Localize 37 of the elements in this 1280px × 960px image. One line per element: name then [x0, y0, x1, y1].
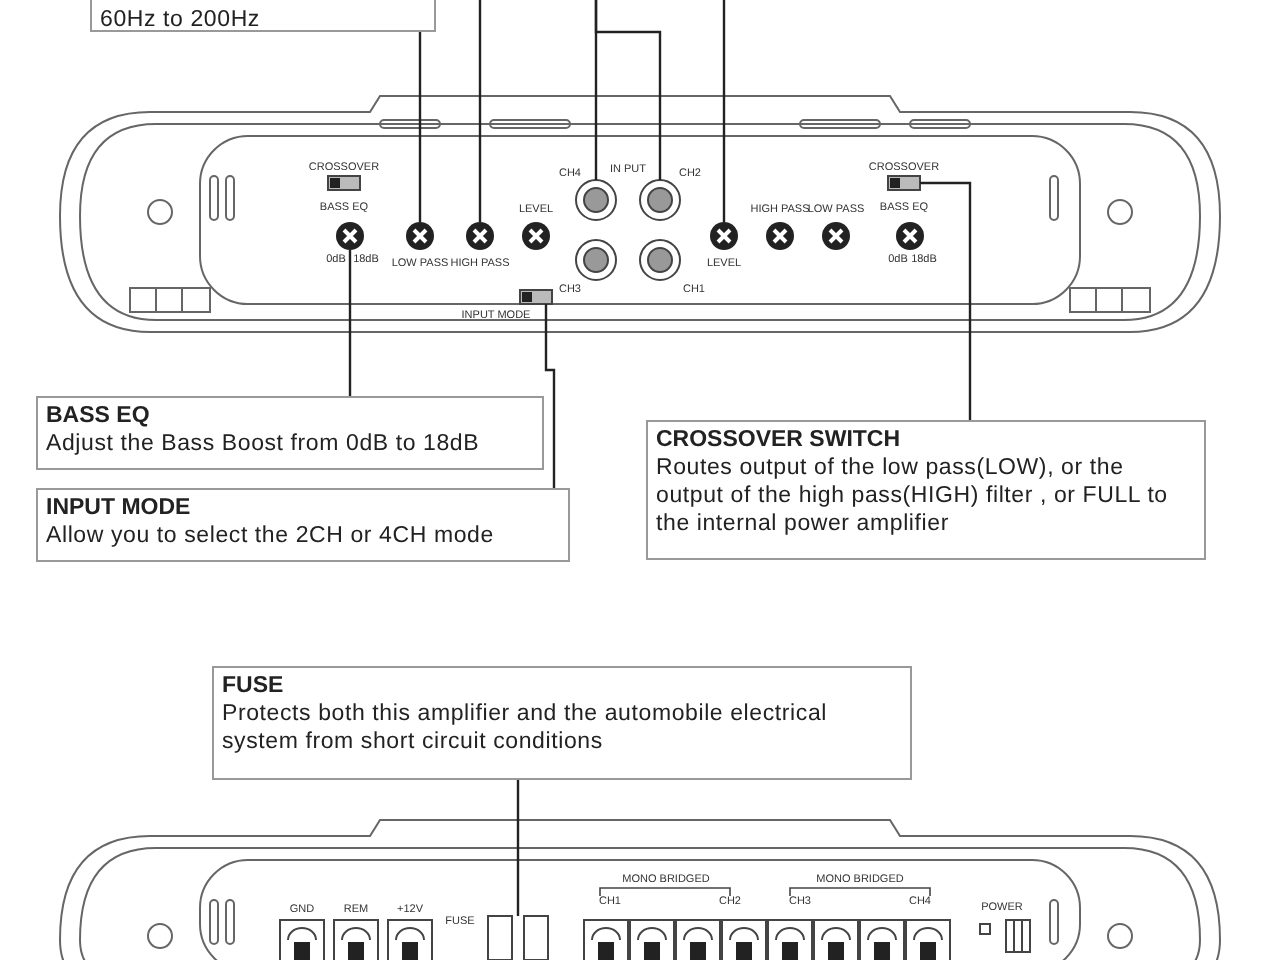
control-knob	[710, 222, 738, 250]
fuse-holder	[487, 915, 549, 960]
callout-heading: CROSSOVER SWITCH	[656, 426, 903, 454]
callout-text: Adjust the Bass Boost from 0dB to 18dB	[46, 430, 482, 458]
callout-text: 60Hz to 200Hz	[100, 6, 262, 34]
control-knob	[896, 222, 924, 250]
control-knob	[406, 222, 434, 250]
leader-line	[516, 780, 520, 916]
callout-text: Routes output of the low pass(LOW), or the output of the high pass(HIGH) filter , or FULL to the internal power amplifier	[656, 454, 1170, 538]
leader-line	[478, 0, 482, 222]
control-knob	[522, 222, 550, 250]
control-knob	[336, 222, 364, 250]
callout-text: Allow you to select the 2CH or 4CH mode	[46, 522, 496, 550]
callout-box	[646, 420, 1206, 560]
callout-box	[36, 396, 544, 470]
leader-line	[920, 181, 972, 420]
callout-box	[212, 666, 912, 780]
rca-jack	[639, 239, 681, 281]
callout-heading: FUSE	[222, 672, 286, 700]
slide-switch	[887, 175, 921, 191]
leader-line	[418, 32, 422, 222]
rca-jack	[575, 239, 617, 281]
control-knob	[822, 222, 850, 250]
callout-box	[36, 488, 570, 562]
rca-jack	[639, 179, 681, 221]
callout-text: Protects both this amplifier and the automobile electrical system from short circuit conditions	[222, 700, 829, 756]
control-knob	[466, 222, 494, 250]
leader-line	[348, 250, 352, 396]
leader-line	[544, 304, 556, 488]
leader-line	[594, 0, 662, 180]
callout-heading: BASS EQ	[46, 402, 152, 430]
rca-jack	[575, 179, 617, 221]
slide-switch	[327, 175, 361, 191]
control-knob	[766, 222, 794, 250]
slide-switch	[519, 289, 553, 305]
leader-line	[722, 0, 726, 222]
callout-heading: INPUT MODE	[46, 494, 193, 522]
